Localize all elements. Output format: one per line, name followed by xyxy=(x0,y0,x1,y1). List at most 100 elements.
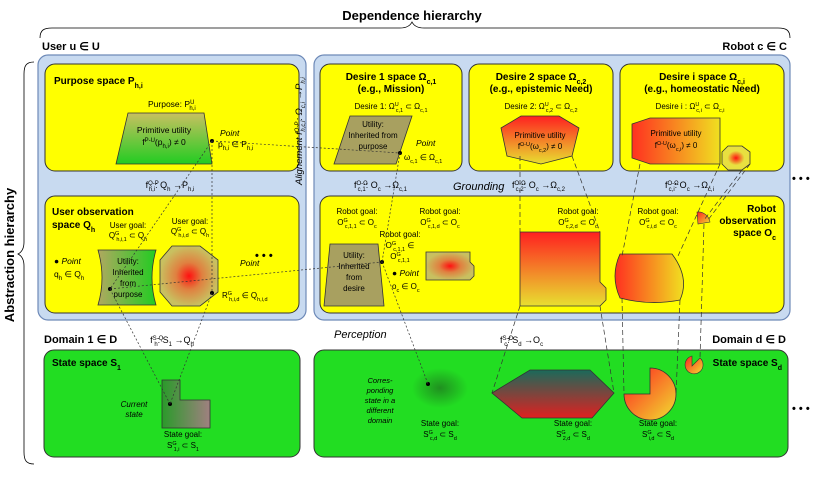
robot-midgoal-label: Robot goal: xyxy=(380,230,421,239)
dotted-connectors xyxy=(109,140,429,405)
robot-goal1-label: Robot goal: xyxy=(337,207,378,216)
user-utility-line4: purpose xyxy=(114,290,143,299)
desire2-prim-1: Primitive utility xyxy=(514,131,565,140)
desirei-shape xyxy=(631,117,721,165)
robot-utility-4: desire xyxy=(343,284,365,293)
purpose-shape xyxy=(115,112,213,165)
robot-goal3-shape xyxy=(519,231,607,307)
desire1-shape xyxy=(333,115,413,165)
domaind-state-title: State space Sd xyxy=(713,358,782,372)
desire2-title: Desire 2 space Ωc,2 xyxy=(496,72,587,86)
desire2-shape xyxy=(500,115,580,165)
desire1-point-label: Point xyxy=(416,138,436,148)
dependence-hierarchy-label: Dependence hierarchy xyxy=(342,8,482,23)
corresponding-line4: different xyxy=(366,406,394,415)
user-utility-line2: Inherited xyxy=(112,268,143,277)
dash-6 xyxy=(677,163,721,257)
user-point-q-value: qh ∈ Qh xyxy=(54,269,84,282)
alignment-label: Alignement fΩ-Ph,c,i: Ωc,i →Ph,i xyxy=(294,77,307,186)
dash-11 xyxy=(707,163,751,221)
user-title: User u ∈ U xyxy=(42,41,100,53)
desirei-example: (e.g., homeostatic Need) xyxy=(644,84,760,95)
domaind-title: Domain d ∈ D xyxy=(712,334,786,346)
robot-goal4-shape xyxy=(614,253,684,303)
domain1-goal-shape xyxy=(161,379,211,429)
corresponding-line3: state in a xyxy=(365,396,395,405)
dash-1 xyxy=(491,305,521,394)
domaind-pacman xyxy=(623,367,677,421)
dash-8 xyxy=(621,297,625,395)
corresponding-line2: ponding xyxy=(366,386,395,395)
user-observation-title-2: space Qh xyxy=(52,220,95,234)
dash-10 xyxy=(699,223,705,359)
desirei-title: Desire i space Ωc,i xyxy=(659,72,745,86)
desire2-prim-2: fΩ-U(ωc,2) ≠ 0 xyxy=(518,142,563,154)
user-utility-shape xyxy=(97,249,157,306)
domain1-state-title: State space S1 xyxy=(52,358,121,372)
desire1-point-value: ωc,1 ∈ Ωc,1 xyxy=(404,153,442,165)
robot-goal4-label: Robot goal: xyxy=(638,207,679,216)
corresponding-line1: Corres- xyxy=(367,376,393,385)
state-goal1-label: State goal: xyxy=(164,430,202,439)
connector-user-robot xyxy=(109,261,383,290)
ellipsis-top-right: • • • xyxy=(792,173,810,185)
robot-goal2-shape xyxy=(425,251,475,281)
primitive-utility-label: Primitive utility xyxy=(137,125,192,135)
purpose-space-title: Purpose space Ph,i xyxy=(54,76,143,90)
state-goal4-label: State goal: xyxy=(639,419,677,428)
user-point-q-label: ● Point xyxy=(54,256,82,266)
connector-purpose-q xyxy=(109,140,213,290)
robot-utility-1: Utility: xyxy=(343,251,365,260)
desire1-utility-2: Inherited from xyxy=(348,131,398,140)
robot-point-value: oc ∈ Oc xyxy=(392,282,420,294)
connector-desire-robot xyxy=(381,152,401,263)
desire1-example: (e.g., Mission) xyxy=(358,84,425,95)
dependence-brace xyxy=(39,21,791,39)
domaind-state-blob xyxy=(412,368,468,408)
user-utility-line3: from xyxy=(120,279,136,288)
desire1-title: Desire 1 space Ωc,1 xyxy=(346,72,437,86)
dash-2 xyxy=(599,305,615,394)
robot-utility-3: from xyxy=(346,273,362,282)
robot-utility-2: Inherited xyxy=(338,262,369,271)
purpose-point-label: Point xyxy=(220,128,240,138)
robot-observation-title-2: observation xyxy=(719,216,776,227)
purpose-point-value: ph,i ∈ Ph,i xyxy=(218,139,253,152)
primitive-utility-formula: fP-U(ph,i) ≠ 0 xyxy=(142,137,186,150)
ellipsis-bottom-right: • • • xyxy=(792,403,810,415)
desirei-small-goal xyxy=(721,145,751,171)
dash-7 xyxy=(703,169,743,221)
desire2-example: (e.g., epistemic Need) xyxy=(490,84,593,95)
dashed-connectors xyxy=(491,155,751,395)
state-goal2-label: State goal: xyxy=(421,419,459,428)
state-goal3-label: State goal: xyxy=(554,419,592,428)
user-utility-line1: Utility: xyxy=(117,257,139,266)
desire1-utility-3: purpose xyxy=(359,142,388,151)
user-point2-label: Point xyxy=(240,258,260,268)
robot-goal2-label: Robot goal: xyxy=(420,207,461,216)
robot-observation-title-3: space Oc xyxy=(733,228,776,242)
robot-utility-shape xyxy=(323,243,385,307)
corresponding-state-dot xyxy=(426,382,430,386)
ellipsis-middle: • • • xyxy=(255,250,273,262)
robot-title: Robot c ∈ C xyxy=(722,41,787,53)
user-goal1-label: User goal: xyxy=(110,221,146,230)
robot-point-label: ● Point xyxy=(392,268,420,278)
